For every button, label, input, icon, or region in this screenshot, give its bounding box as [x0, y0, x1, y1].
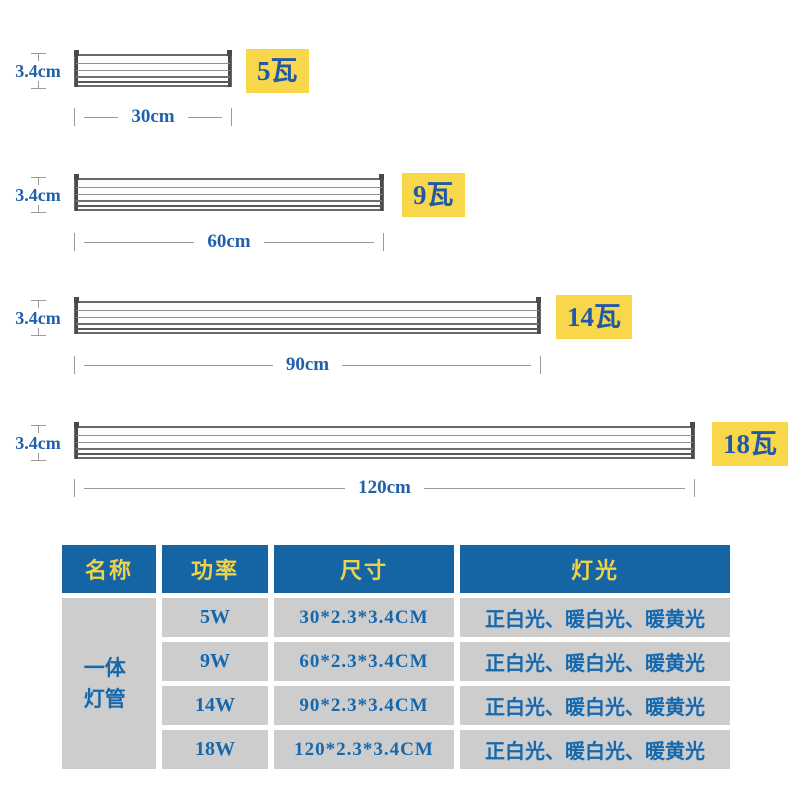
height-dimension-label: 3.4cm: [15, 61, 61, 81]
length-dimension: 60cm: [74, 231, 385, 252]
length-dimension-label: 30cm: [131, 106, 175, 127]
dimension-cap-top: [30, 300, 46, 308]
tube-end-tab-icon: [74, 297, 79, 303]
dimension-cap-bottom: [30, 81, 46, 89]
tube-drawing: [74, 297, 541, 334]
power-cell: 9W: [162, 642, 268, 681]
height-dimension-label: 3.4cm: [15, 185, 61, 205]
size-cell: 120*2.3*3.4CM: [274, 730, 454, 769]
tube-end-tab-icon: [74, 50, 79, 56]
power-cell: 18W: [162, 730, 268, 769]
product-name-cell: 一体灯管: [62, 598, 156, 769]
wattage-badge: 9瓦: [402, 173, 465, 217]
size-cell: 60*2.3*3.4CM: [274, 642, 454, 681]
tube-end-tab-icon: [227, 50, 232, 56]
power-cell: 14W: [162, 686, 268, 725]
table-header-name: 名称: [62, 545, 156, 593]
dimension-cap-bottom: [30, 453, 46, 461]
tube-drawing: [74, 422, 695, 459]
wattage-badge: 14瓦: [556, 295, 632, 339]
height-dimension: 3.4cm: [10, 177, 66, 213]
power-cell: 5W: [162, 598, 268, 637]
product-name: 一体灯管: [83, 656, 126, 711]
dimension-cap-top: [30, 425, 46, 433]
length-dimension: 30cm: [74, 106, 233, 127]
spec-table: 名称 功率 尺寸 灯光 一体灯管 5W 30*2.3*3.4CM 正白光、暖白光…: [62, 545, 730, 769]
length-dimension-label: 120cm: [358, 477, 411, 498]
length-dimension-label: 60cm: [207, 231, 251, 252]
tube-end-tab-icon: [74, 422, 79, 428]
height-dimension-label: 3.4cm: [15, 308, 61, 328]
tube-end-tab-icon: [379, 174, 384, 180]
light-cell: 正白光、暖白光、暖黄光: [460, 686, 730, 725]
dimension-cap-top: [30, 177, 46, 185]
tube-end-tab-icon: [536, 297, 541, 303]
dimension-cap-top: [30, 53, 46, 61]
tube-drawing: [74, 174, 384, 211]
table-header-size: 尺寸: [274, 545, 454, 593]
dimension-cap-bottom: [30, 205, 46, 213]
height-dimension-label: 3.4cm: [15, 433, 61, 453]
table-header-light: 灯光: [460, 545, 730, 593]
table-header-power: 功率: [162, 545, 268, 593]
tube-end-tab-icon: [690, 422, 695, 428]
light-cell: 正白光、暖白光、暖黄光: [460, 730, 730, 769]
wattage-badge: 18瓦: [712, 422, 788, 466]
size-cell: 90*2.3*3.4CM: [274, 686, 454, 725]
height-dimension: 3.4cm: [10, 425, 66, 461]
light-cell: 正白光、暖白光、暖黄光: [460, 642, 730, 681]
height-dimension: 3.4cm: [10, 53, 66, 89]
dimension-cap-bottom: [30, 328, 46, 336]
tube-end-tab-icon: [74, 174, 79, 180]
light-cell: 正白光、暖白光、暖黄光: [460, 598, 730, 637]
length-dimension: 90cm: [74, 354, 542, 375]
tube-drawing: [74, 50, 232, 87]
size-cell: 30*2.3*3.4CM: [274, 598, 454, 637]
wattage-badge: 5瓦: [246, 49, 309, 93]
length-dimension-label: 90cm: [285, 354, 330, 375]
length-dimension: 120cm: [74, 477, 696, 498]
height-dimension: 3.4cm: [10, 300, 66, 336]
